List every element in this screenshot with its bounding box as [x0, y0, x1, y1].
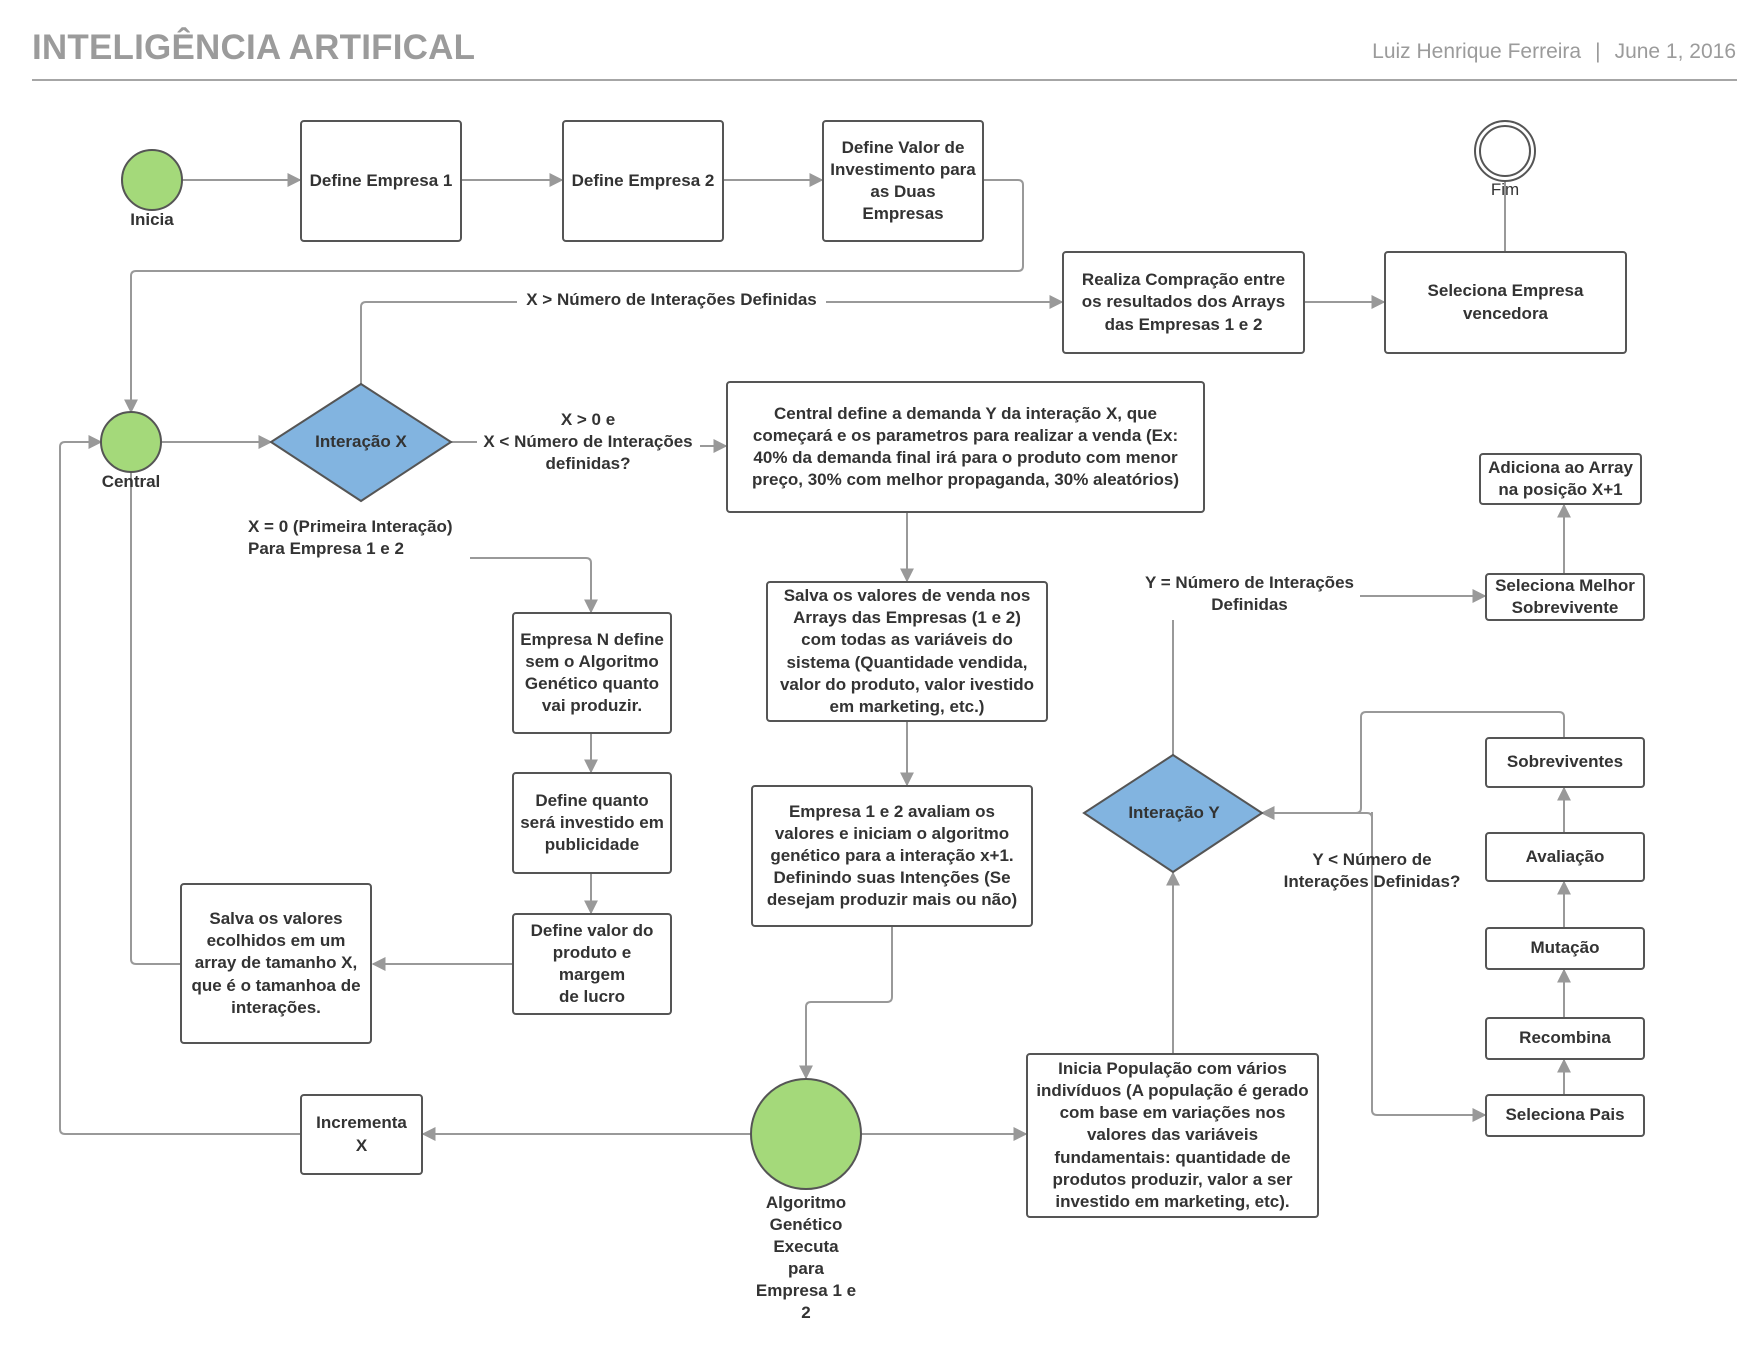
- box-define-publicidade: Define quanto será investido em publicid…: [512, 772, 672, 874]
- box-empresa-n-define: Empresa N define sem o Algoritmo Genétic…: [512, 612, 672, 734]
- box-recombina: Recombina: [1485, 1017, 1645, 1060]
- meta-separator: |: [1595, 40, 1601, 63]
- box-central-define-demanda: Central define a demanda Y da interação …: [726, 381, 1205, 513]
- decision-interacao-y: [1082, 753, 1264, 874]
- decision-interacao-x-label: Interação X: [315, 432, 407, 451]
- page-title: INTELIGÊNCIA ARTIFICAL: [32, 28, 476, 67]
- document-date: June 1, 2016: [1614, 40, 1736, 63]
- box-salva-valores-escolhidos: Salva os valores ecolhidos em um array d…: [180, 883, 372, 1044]
- box-define-valor-investimento: Define Valor de Investimento para as Dua…: [822, 120, 984, 242]
- decision-interacao-x: [269, 382, 453, 503]
- start-event-inicia: [121, 149, 183, 211]
- box-seleciona-melhor: Seleciona Melhor Sobrevivente: [1485, 573, 1645, 621]
- edge-y-menor-top: [1262, 812, 1373, 819]
- box-realiza-comparacao: Realiza Compração entre os resultados do…: [1062, 251, 1305, 354]
- decision-interacao-y-label: Interação Y: [1128, 803, 1220, 822]
- edge-label-y-menor: Y < Número de Interações Definidas?: [1283, 850, 1461, 892]
- edge-label-x-zero: X = 0 (Primeira Interação) Para Empresa …: [248, 517, 453, 559]
- edge-avaliam-algoritmo: [799, 927, 893, 1080]
- author-name: Luiz Henrique Ferreira: [1372, 40, 1582, 63]
- edge-sobreviventes-interacao-y: [1260, 711, 1565, 820]
- page-meta: Luiz Henrique Ferreira | June 1, 2016: [1372, 40, 1736, 64]
- event-label-fim: Fim: [1490, 180, 1520, 199]
- event-algoritmo-genetico: [750, 1078, 862, 1190]
- box-adiciona-array: Adiciona ao Array na posição X+1: [1479, 453, 1642, 505]
- event-central: [100, 411, 162, 473]
- edge-label-x-intervalo: X > 0 e X < Número de Interações definid…: [483, 410, 693, 474]
- edge-incrementa-central: [59, 435, 300, 1135]
- edge-x-maior-comparacao: [360, 301, 517, 384]
- box-incrementa-x: Incrementa X: [300, 1094, 423, 1175]
- box-avaliacao: Avaliação: [1485, 832, 1645, 882]
- edge-x-zero: [470, 557, 598, 614]
- box-seleciona-pais: Seleciona Pais: [1485, 1094, 1645, 1137]
- header-divider: [32, 79, 1737, 81]
- box-inicia-populacao: Inicia População com vários indivíduos (…: [1026, 1053, 1319, 1218]
- event-label-algoritmo: Algoritmo Genético Executa para Empresa …: [755, 1193, 857, 1323]
- box-define-valor-produto: Define valor do produto e margem de lucr…: [512, 913, 672, 1015]
- box-empresas-avaliam: Empresa 1 e 2 avaliam os valores e inici…: [751, 785, 1033, 927]
- box-seleciona-vencedora: Seleciona Empresa vencedora: [1384, 251, 1627, 354]
- box-define-empresa-1: Define Empresa 1: [300, 120, 462, 242]
- event-label-inicia: Inicia: [130, 210, 174, 229]
- box-mutacao: Mutação: [1485, 927, 1645, 970]
- box-define-empresa-2: Define Empresa 2: [562, 120, 724, 242]
- edge-label-x-maior: X > Número de Interações Definidas: [526, 290, 817, 309]
- edge-salva-central: [130, 472, 180, 965]
- edge-investimento-central: [124, 179, 1024, 414]
- end-event-fim-inner: [1479, 125, 1531, 177]
- event-label-central: Central: [101, 472, 161, 491]
- edge-label-y-igual: Y = Número de Interações Definidas: [1145, 573, 1354, 615]
- box-sobreviventes: Sobreviventes: [1485, 737, 1645, 788]
- edge-interacao-y-menor: [1371, 812, 1487, 1122]
- box-salva-valores-venda: Salva os valores de venda nos Arrays das…: [766, 581, 1048, 722]
